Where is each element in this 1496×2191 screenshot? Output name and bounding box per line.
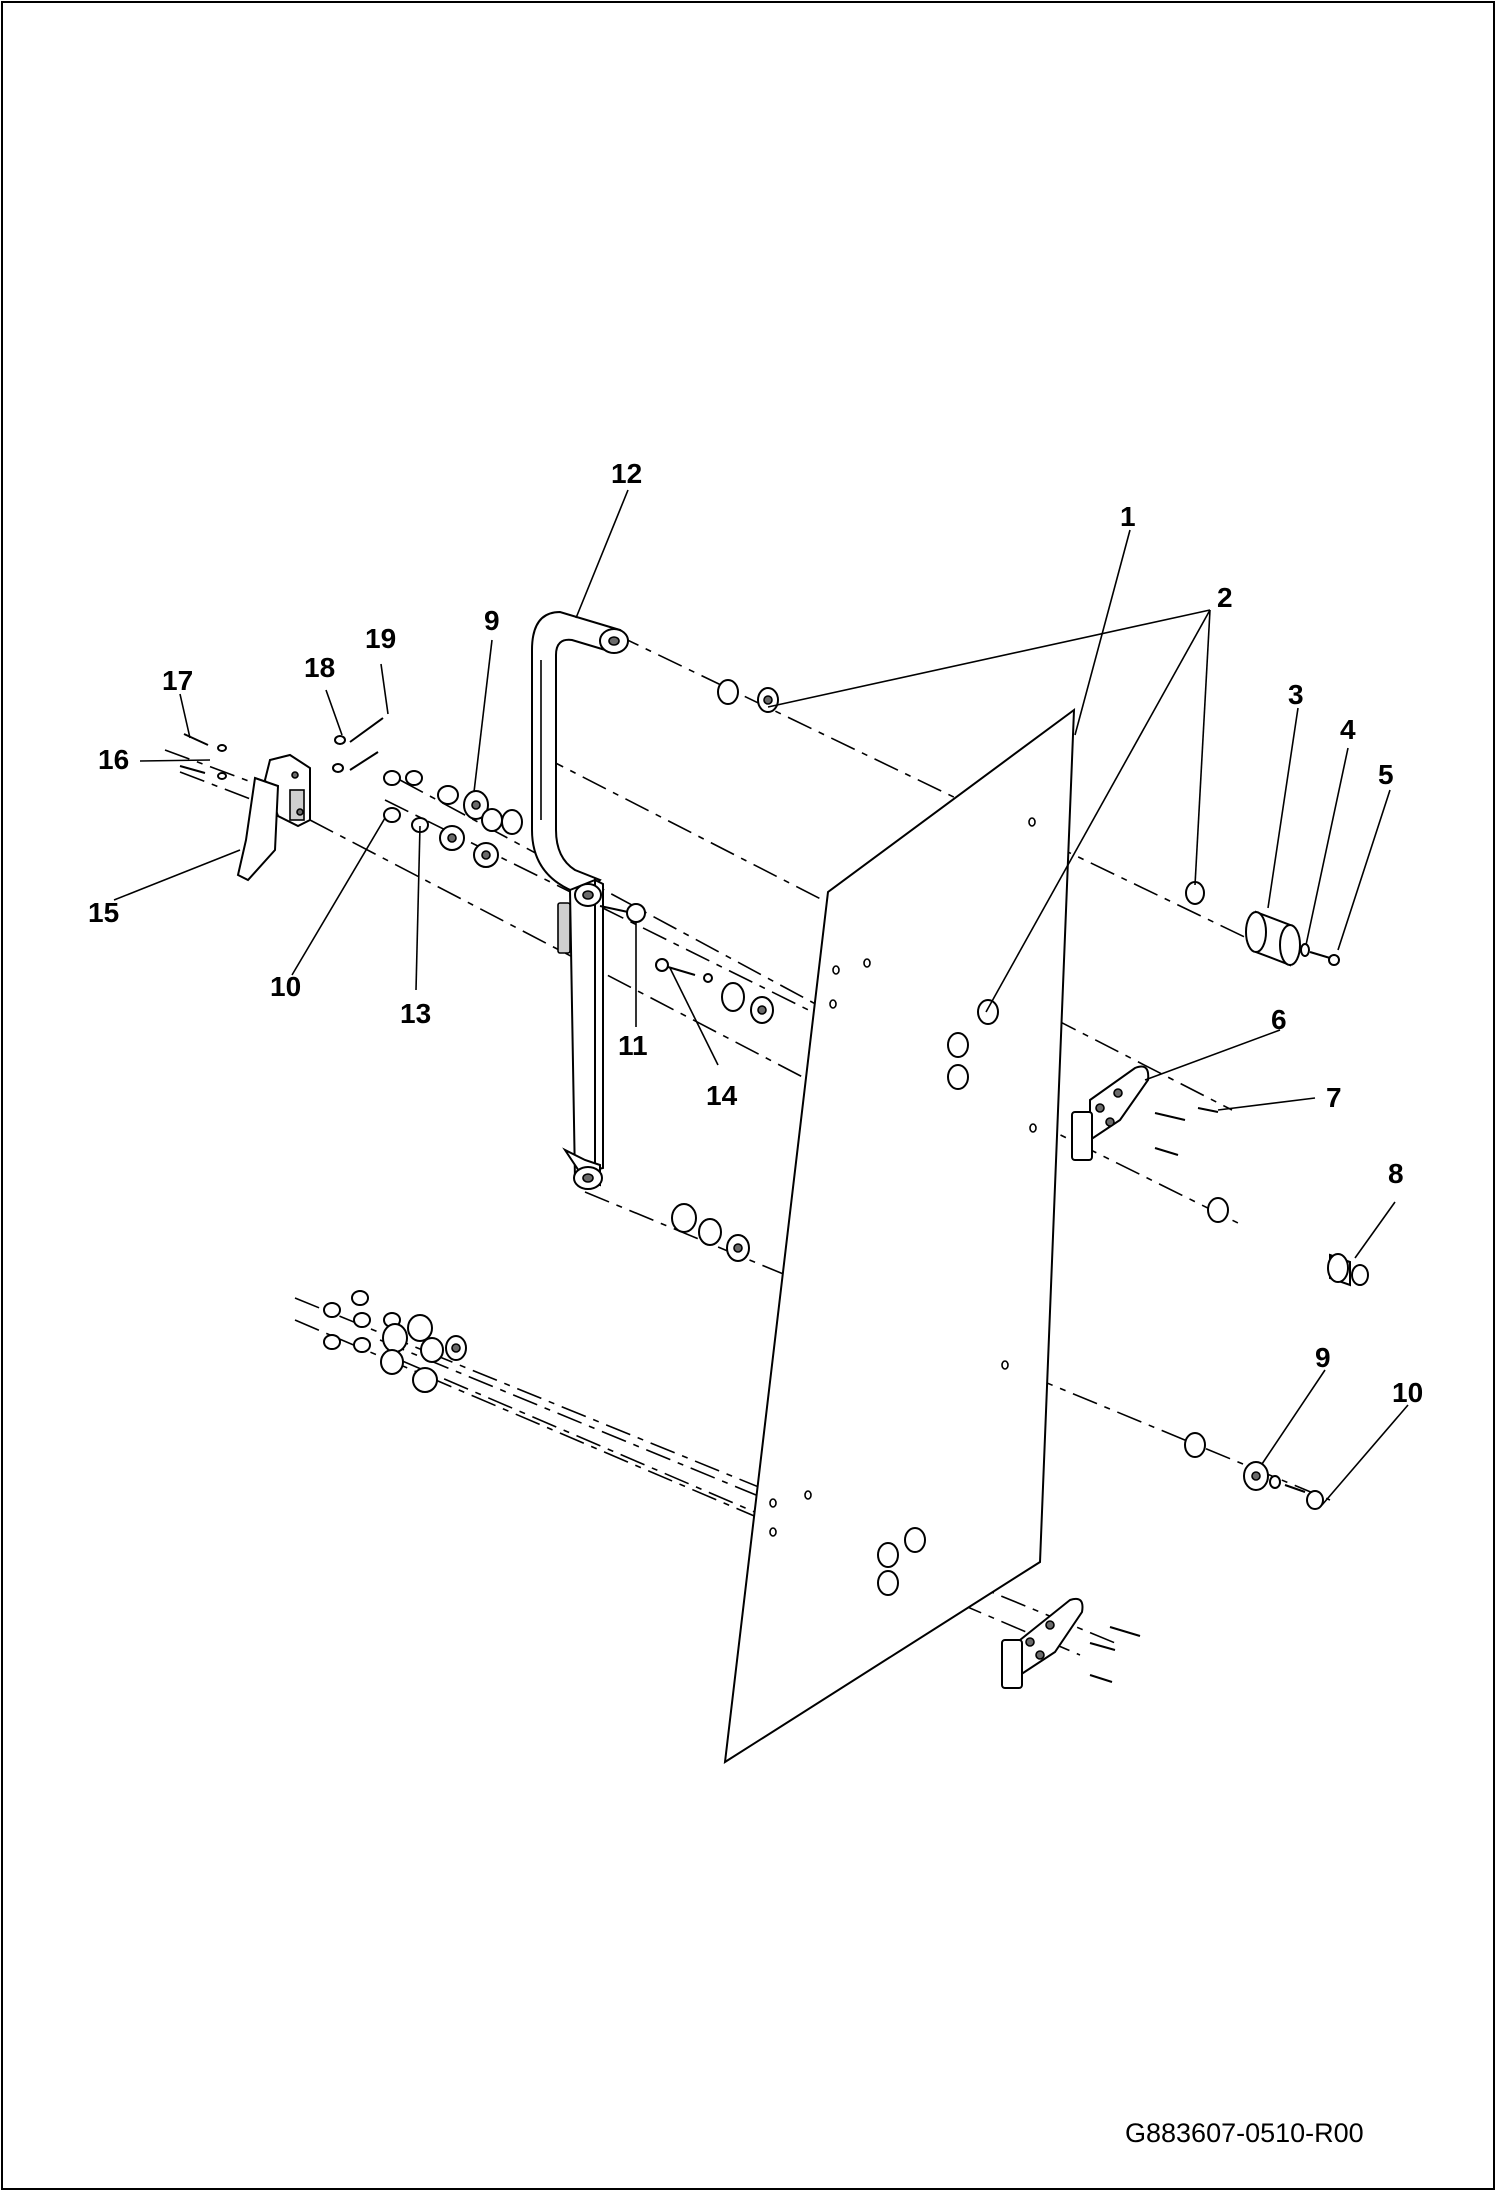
callout-1: 1 <box>1120 501 1136 532</box>
callout-labels: 1 2 3 4 5 6 7 8 9 9 10 10 11 12 13 14 15… <box>88 458 1423 1408</box>
callout-14: 14 <box>706 1080 738 1111</box>
bolt-11 <box>599 903 646 923</box>
callout-5: 5 <box>1378 759 1394 790</box>
callout-19: 19 <box>365 623 396 654</box>
callout-10b: 10 <box>1392 1377 1423 1408</box>
callout-9a: 9 <box>484 605 500 636</box>
leader-lines <box>113 489 1409 1506</box>
callout-7: 7 <box>1326 1082 1342 1113</box>
upper-washer-cluster <box>383 770 523 868</box>
callout-4: 4 <box>1340 714 1356 745</box>
callout-12: 12 <box>611 458 642 489</box>
knob-8 <box>1207 1197 1369 1287</box>
latch-assembly <box>236 753 311 882</box>
callout-16: 16 <box>98 744 129 775</box>
callout-6: 6 <box>1271 1004 1287 1035</box>
callout-17: 17 <box>162 665 193 696</box>
small-screws-16-19 <box>179 717 384 780</box>
handle-bar <box>531 610 629 1190</box>
glass-panel <box>723 707 1076 1764</box>
lower-washer-cluster <box>323 1290 467 1393</box>
callout-8: 8 <box>1388 1158 1404 1189</box>
drawing-number: G883607-0510-R00 <box>1125 2118 1364 2148</box>
callout-15: 15 <box>88 897 119 928</box>
middle-washers <box>671 1203 1206 1458</box>
bolt-14-washers <box>655 958 1037 1133</box>
hinge-lower <box>769 1490 1141 1689</box>
callout-11: 11 <box>618 1030 648 1061</box>
assembly-axes <box>164 633 1331 1656</box>
callout-3: 3 <box>1288 679 1304 710</box>
spacer-3-4-5 <box>1245 910 1340 967</box>
lower-right-hardware <box>1243 1461 1324 1510</box>
hinge-upper-6 <box>1071 1065 1219 1161</box>
callout-13: 13 <box>400 998 431 1029</box>
callout-9b: 9 <box>1315 1342 1331 1373</box>
callout-2: 2 <box>1217 582 1233 613</box>
callout-10a: 10 <box>270 971 301 1002</box>
callout-18: 18 <box>304 652 335 683</box>
